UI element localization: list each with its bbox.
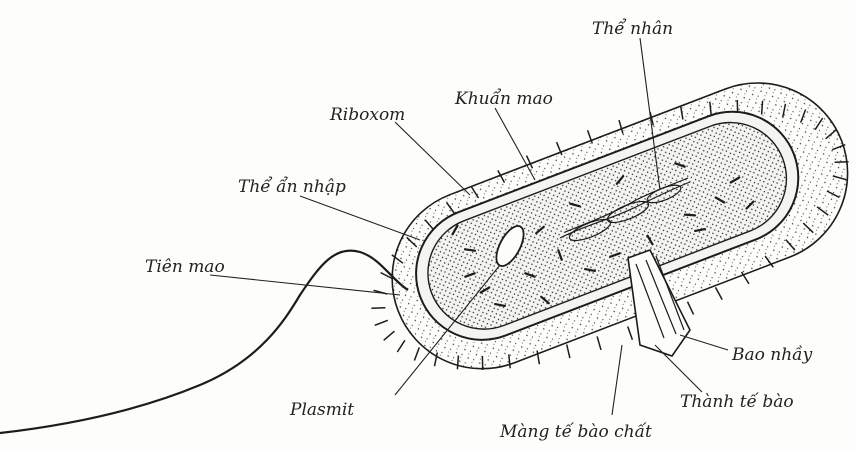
capsule-hair <box>414 347 419 360</box>
label-ribosome: Riboxom <box>329 105 405 125</box>
capsule-hair <box>597 336 601 350</box>
capsule-hair <box>716 287 723 299</box>
capsule-hair <box>397 340 405 352</box>
label-plasmid: Plasmit <box>289 400 354 420</box>
label-flagellum: Tiên mao <box>145 257 225 277</box>
ribosome-mark <box>465 249 475 250</box>
label-inclusion: Thể ẩn nhập <box>238 177 346 197</box>
label-pili: Khuẩn mao <box>454 89 553 109</box>
capsule-hair <box>567 345 570 359</box>
capsule-hair <box>762 101 763 115</box>
label-cell-wall: Thành tế bào <box>680 392 794 412</box>
label-membrane: Màng tế bào chất <box>499 422 652 442</box>
capsule-hair <box>375 320 388 325</box>
label-nucleoid: Thể nhân <box>592 19 673 39</box>
capsule-hair <box>688 302 694 315</box>
capsule-hair <box>384 331 395 340</box>
capsule-hair <box>457 355 458 369</box>
capsule-hair <box>628 327 633 340</box>
label-capsule: Bao nhầy <box>731 345 813 365</box>
ribosome-mark <box>685 215 695 216</box>
